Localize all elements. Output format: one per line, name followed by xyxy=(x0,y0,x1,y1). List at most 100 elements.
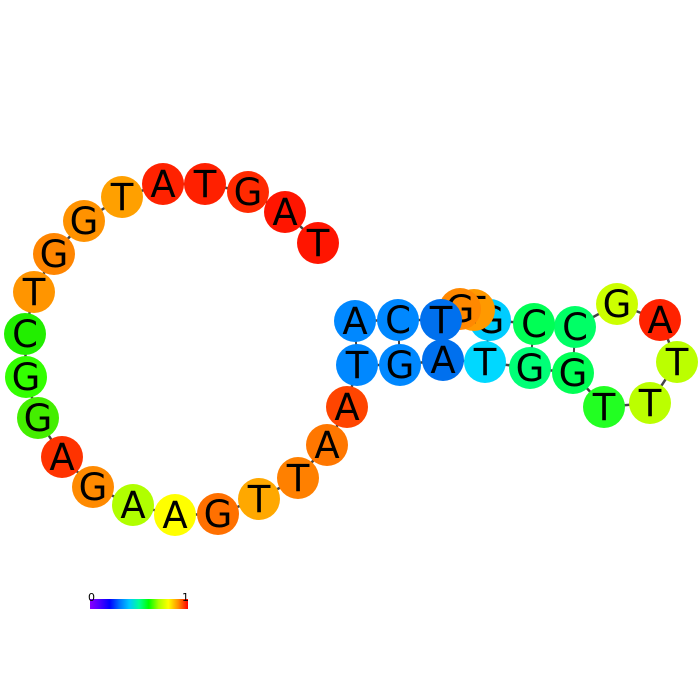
nucleotide-letter: A xyxy=(430,339,455,382)
nucleotide: T xyxy=(336,344,378,387)
nucleotide-circle xyxy=(306,424,348,466)
nucleotide-circle xyxy=(656,341,698,383)
nucleotide: G xyxy=(197,493,239,536)
nucleotide: C xyxy=(377,299,419,342)
nucleotide: T xyxy=(297,222,339,265)
nucleotide: A xyxy=(112,484,154,527)
nucleotide-letter: T xyxy=(592,386,616,429)
nucleotide: A xyxy=(264,191,306,234)
nucleotide-letter: T xyxy=(306,222,330,265)
nucleotide: G xyxy=(33,233,75,276)
nucleotide-letter: G xyxy=(204,493,233,536)
nucleotide: G xyxy=(227,171,269,214)
nucleotide-circle xyxy=(227,171,269,213)
nucleotide-letter: A xyxy=(314,424,339,467)
nucleotide-letter: C xyxy=(385,299,411,342)
nucleotide: A xyxy=(639,299,681,342)
nucleotide: G xyxy=(63,200,105,243)
nucleotide-letter: A xyxy=(150,163,175,206)
nucleotide-circle xyxy=(422,339,464,381)
nucleotide-letter: G xyxy=(79,466,108,509)
nucleotide-circle xyxy=(154,494,196,536)
nucleotide: T xyxy=(238,478,280,521)
nucleotide: T xyxy=(464,341,506,384)
nucleotide-letter: T xyxy=(345,344,369,387)
nucleotide: G xyxy=(379,344,421,387)
color-scale-legend: 0 1 xyxy=(88,591,189,609)
nucleotide: C xyxy=(554,306,596,349)
nucleotide-circle xyxy=(184,163,226,205)
nucleotide-circle xyxy=(101,176,143,218)
nucleotide-circle xyxy=(277,457,319,499)
nucleotide-letter: A xyxy=(272,191,297,234)
nucleotide-circle xyxy=(4,313,46,355)
nucleotide-letter: G xyxy=(40,233,69,276)
nucleotide: T xyxy=(583,386,625,429)
nucleotide: G xyxy=(596,283,638,326)
nucleotide: T xyxy=(184,163,226,206)
nucleotide-circle xyxy=(63,200,105,242)
nucleotide-circle xyxy=(509,347,551,389)
nucleotide-circle xyxy=(629,382,671,424)
nucleotide: A xyxy=(154,494,196,537)
nucleotide-letter: T xyxy=(193,163,217,206)
nucleotide-circle xyxy=(377,299,419,341)
nucleotide-circle xyxy=(334,300,376,342)
nucleotide-letter: T xyxy=(286,457,310,500)
nucleotide-letter: A xyxy=(334,386,359,429)
nucleotide-letter: A xyxy=(120,484,145,527)
color-scale-bar xyxy=(90,599,188,609)
nucleotide: G xyxy=(72,466,114,509)
nucleotide-letter: C xyxy=(12,313,38,356)
nucleotide-letter: C xyxy=(562,306,588,349)
nucleotide-circle xyxy=(5,356,47,398)
nucleotide-letter: T xyxy=(665,341,689,384)
nucleotide-circle xyxy=(336,344,378,386)
nucleotide: T xyxy=(420,299,462,342)
nucleotide: A xyxy=(41,436,83,479)
nucleotide-letter: T xyxy=(429,299,453,342)
nucleotide: T xyxy=(656,341,698,384)
nucleotide-letter: A xyxy=(647,299,672,342)
nucleotide-circle xyxy=(197,493,239,535)
nucleotide-circle xyxy=(326,386,368,428)
nucleotide-letter: A xyxy=(342,300,367,343)
color-scale-min-label: 0 xyxy=(88,591,95,604)
nucleotide-circle xyxy=(17,397,59,439)
nucleotide-letter: C xyxy=(521,303,547,346)
nucleotide-group: TAGTATGGTCGGAGAAGTTAATGATGGTTTAGCCGTGTCA xyxy=(4,163,698,537)
nucleotide: G xyxy=(17,397,59,440)
nucleotide-letter: T xyxy=(638,382,662,425)
nucleotide-circle xyxy=(41,436,83,478)
nucleotide: A xyxy=(326,386,368,429)
nucleotide-letter: G xyxy=(516,347,545,390)
nucleotide: C xyxy=(513,303,555,346)
nucleotide-circle xyxy=(297,222,339,264)
nucleotide: C xyxy=(4,313,46,356)
nucleotide-circle xyxy=(142,163,184,205)
nucleotide-letter: T xyxy=(110,176,134,219)
nucleotide: A xyxy=(142,163,184,206)
nucleotide: A xyxy=(306,424,348,467)
nucleotide-letter: G xyxy=(70,200,99,243)
nucleotide-letter: A xyxy=(49,436,74,479)
nucleotide-circle xyxy=(420,299,462,341)
nucleotide: G xyxy=(552,352,594,395)
nucleotide-letter: T xyxy=(473,341,497,384)
nucleotide-circle xyxy=(379,344,421,386)
nucleotide: A xyxy=(334,300,376,343)
nucleotide-circle xyxy=(596,283,638,325)
nucleotide: T xyxy=(101,176,143,219)
nucleotide: T xyxy=(13,271,55,314)
nucleotide-letter: G xyxy=(12,356,41,399)
nucleotide-circle xyxy=(13,271,55,313)
nucleotide-circle xyxy=(464,341,506,383)
nucleotide-circle xyxy=(552,352,594,394)
nucleotide-circle xyxy=(33,233,75,275)
nucleotide-letter: G xyxy=(386,344,415,387)
nucleotide-circle xyxy=(112,484,154,526)
nucleotide-letter: G xyxy=(603,283,632,326)
nucleotide-circle xyxy=(264,191,306,233)
nucleotide: G xyxy=(509,347,551,390)
